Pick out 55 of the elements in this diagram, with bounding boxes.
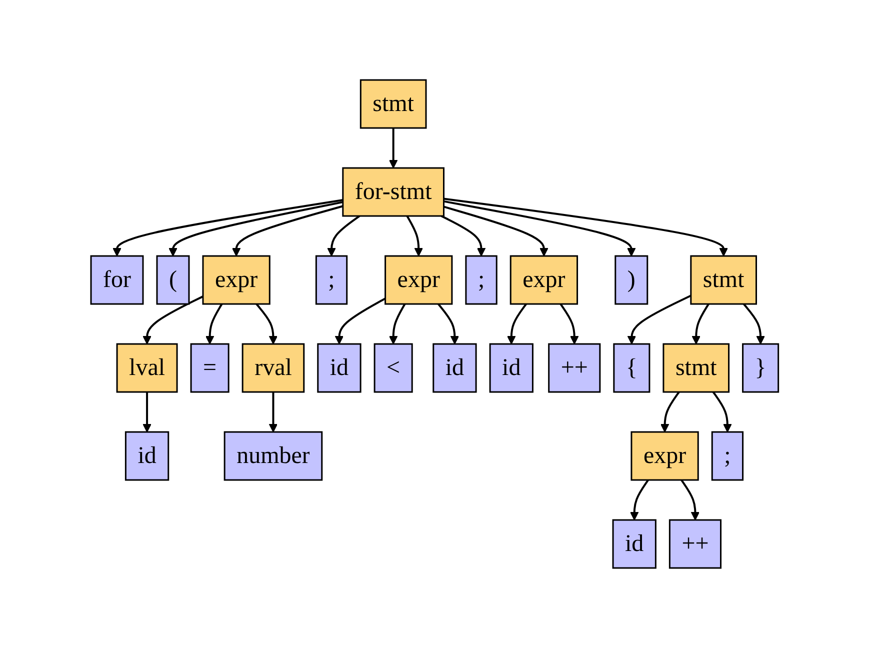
node-box: ) bbox=[614, 255, 648, 305]
node-box: { bbox=[614, 343, 651, 393]
arrow bbox=[660, 391, 680, 432]
arrow bbox=[680, 479, 700, 520]
node-box: id bbox=[125, 431, 170, 481]
node-box: ; bbox=[316, 255, 348, 305]
arrow bbox=[389, 128, 398, 168]
node-box: ++ bbox=[548, 343, 601, 393]
arrow bbox=[232, 205, 344, 256]
arrow bbox=[438, 303, 460, 344]
arrow bbox=[444, 206, 549, 256]
node-box: stmt bbox=[690, 255, 758, 305]
node-box: } bbox=[742, 343, 780, 393]
arrow bbox=[444, 200, 636, 256]
node-box: for bbox=[90, 255, 144, 305]
node-box: expr bbox=[384, 255, 454, 305]
node-box: id bbox=[490, 343, 534, 393]
node-box: stmt bbox=[663, 343, 730, 393]
node-box: id bbox=[317, 343, 362, 393]
node-box: ; bbox=[466, 255, 498, 305]
node-box: id bbox=[612, 519, 657, 569]
node-box: stmt bbox=[360, 79, 428, 129]
node-box: lval bbox=[116, 343, 178, 393]
arrow bbox=[327, 215, 361, 256]
node-box: number bbox=[224, 431, 323, 481]
arrow bbox=[168, 201, 344, 256]
node-box: expr bbox=[202, 255, 271, 305]
arrow bbox=[142, 296, 204, 344]
node-box: ( bbox=[156, 255, 190, 305]
arrow bbox=[269, 392, 278, 432]
arrow bbox=[335, 298, 386, 344]
arrow bbox=[507, 303, 528, 344]
arrow bbox=[256, 303, 278, 344]
node-box: for-stmt bbox=[342, 167, 445, 217]
arrow bbox=[389, 304, 406, 344]
node-box: ++ bbox=[669, 519, 722, 569]
arrow bbox=[630, 479, 650, 520]
node-box: expr bbox=[631, 431, 700, 481]
node-box: id bbox=[432, 343, 478, 393]
arrow bbox=[112, 199, 344, 256]
arrow bbox=[406, 216, 424, 256]
arrow bbox=[628, 294, 692, 344]
arrow bbox=[206, 303, 224, 344]
arrow bbox=[142, 392, 152, 432]
arrow bbox=[560, 303, 580, 344]
node-box: expr bbox=[510, 255, 578, 305]
node-box: = bbox=[190, 343, 230, 393]
arrow bbox=[692, 303, 710, 344]
arrow bbox=[712, 391, 732, 432]
node-box: < bbox=[374, 343, 414, 393]
arrow bbox=[743, 303, 766, 344]
node-box: ; bbox=[712, 431, 744, 481]
arrow bbox=[444, 198, 728, 256]
node-box: rval bbox=[242, 343, 305, 393]
arrow bbox=[441, 215, 486, 256]
